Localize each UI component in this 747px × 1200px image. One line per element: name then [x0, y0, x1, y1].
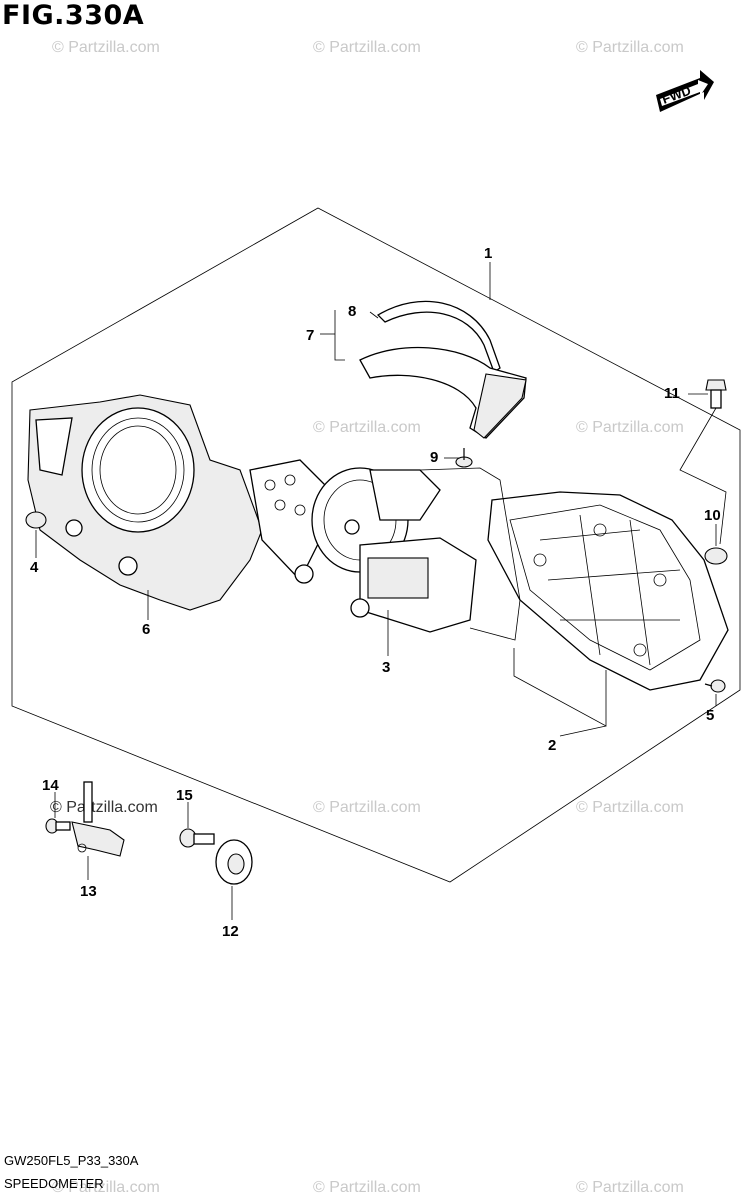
callout-8: 8: [348, 303, 356, 320]
watermark: © Partzilla.com: [576, 419, 684, 436]
leader-lines: [35, 262, 727, 920]
callout-5: 5: [706, 707, 714, 724]
callout-labels: 1 2 3 4 5 6 7 8 9 10 11 12 13 14 15: [30, 245, 721, 940]
fwd-arrow-icon: FWD: [656, 70, 714, 112]
assembly-boundary: [11, 207, 741, 883]
callout-9: 9: [430, 449, 438, 466]
visor-strip-part: [359, 300, 527, 439]
bolt-part-11: [705, 379, 727, 409]
grommet-part: [25, 511, 47, 529]
figure-code: GW250FL5_P33_330A: [4, 1153, 139, 1168]
watermark: © Partzilla.com: [50, 799, 158, 816]
watermark: © Partzilla.com: [52, 1179, 160, 1196]
watermark: © Partzilla.com: [576, 799, 684, 816]
callout-1: 1: [484, 245, 492, 262]
grommet-part-10: [704, 547, 728, 565]
bolt-part-14: [45, 818, 71, 834]
figure-caption: SPEEDOMETER: [4, 1176, 104, 1191]
meter-cover-part: [27, 394, 263, 611]
meter-case-part: [419, 467, 729, 691]
callout-13: 13: [80, 883, 97, 900]
callout-4: 4: [30, 559, 39, 576]
watermark: © Partzilla.com: [313, 799, 421, 816]
watermark: © Partzilla.com: [313, 1179, 421, 1196]
washer-part-12: [215, 839, 253, 885]
watermark: © Partzilla.com: [313, 39, 421, 56]
watermark: © Partzilla.com: [313, 419, 421, 436]
callout-7: 7: [306, 327, 314, 344]
watermark: © Partzilla.com: [52, 39, 160, 56]
watermark: © Partzilla.com: [576, 39, 684, 56]
callout-3: 3: [382, 659, 390, 676]
screw-part-5: [704, 679, 726, 693]
sensor-part-13: [71, 781, 125, 857]
callout-6: 6: [142, 621, 150, 638]
callout-12: 12: [222, 923, 239, 940]
screw-part-9: [455, 448, 473, 468]
callout-2: 2: [548, 737, 556, 754]
meter-unit-part: [249, 459, 477, 633]
bolt-part-15: [179, 828, 215, 848]
callout-11: 11: [664, 385, 680, 402]
callout-14: 14: [42, 777, 59, 794]
callout-10: 10: [704, 507, 721, 524]
watermark-group: © Partzilla.com © Partzilla.com © Partzi…: [50, 39, 684, 1196]
figure-title: FIG.330A: [2, 0, 145, 31]
callout-15: 15: [176, 787, 193, 804]
watermark: © Partzilla.com: [576, 1179, 684, 1196]
